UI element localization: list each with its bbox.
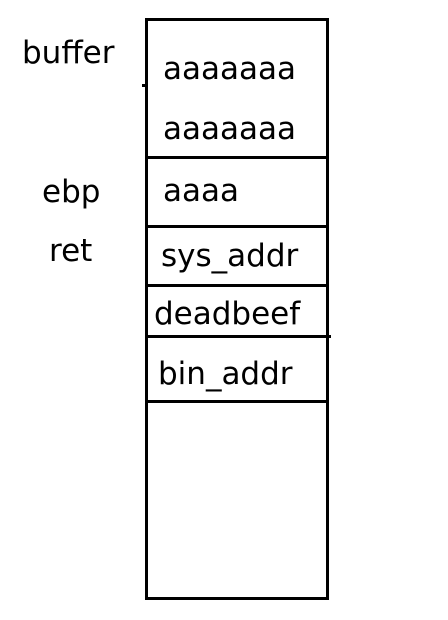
- cell-buffer-line-2: aaaaaaa: [163, 111, 296, 147]
- stack-frame: [145, 18, 329, 600]
- cell-ebp: aaaa: [163, 173, 239, 209]
- cell-bin-addr: bin_addr: [158, 356, 293, 392]
- label-ebp: ebp: [42, 174, 101, 210]
- divider-ebp-ret: [145, 225, 326, 228]
- divider-ret-deadbeef: [145, 284, 326, 287]
- divider-buffer-ebp: [145, 156, 326, 159]
- divider-deadbeef-bin: [145, 335, 331, 338]
- divider-tick: [142, 84, 146, 87]
- label-ret: ret: [49, 233, 93, 269]
- cell-buffer-line-1: aaaaaaa: [163, 51, 296, 87]
- divider-bin-empty: [145, 400, 326, 403]
- cell-ret: sys_addr: [161, 238, 299, 274]
- label-buffer: buffer: [22, 35, 115, 71]
- cell-deadbeef: deadbeef: [154, 296, 301, 332]
